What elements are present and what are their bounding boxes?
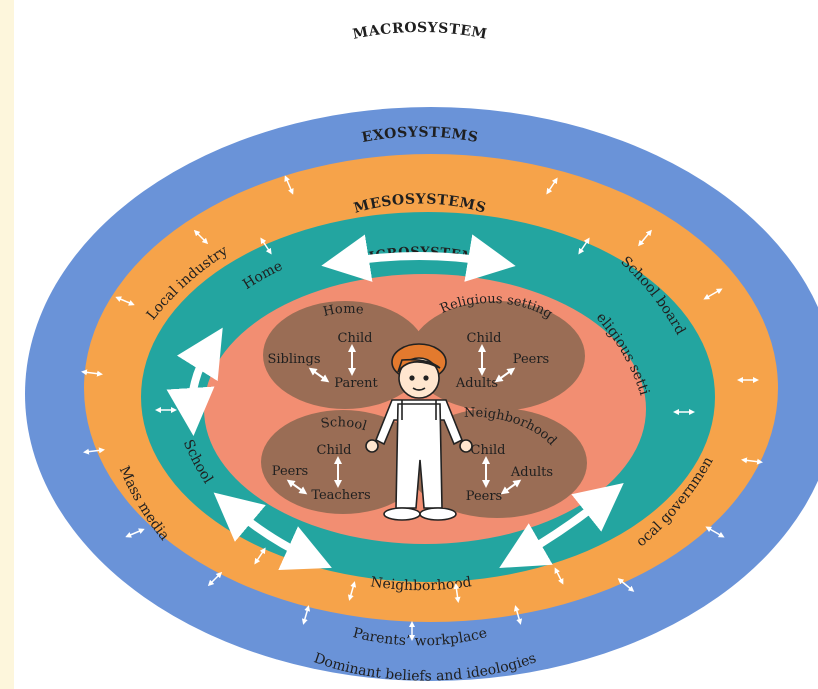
arrow-icon: [578, 237, 590, 255]
arrow-icon: [286, 479, 308, 495]
arrow-icon: [254, 547, 266, 565]
child-shoe-left: [383, 507, 421, 521]
arrow-icon: [554, 567, 564, 585]
religious-child-label: Child: [467, 331, 502, 346]
child-eye-left: [409, 375, 415, 381]
arrow-icon: [308, 367, 330, 383]
meso-neighborhood-label: Neighborhood: [369, 574, 472, 594]
home-siblings-label: Siblings: [267, 352, 320, 367]
religious-peers-label: Peers: [513, 352, 549, 367]
macrosystem-title: MACROSYSTEM: [351, 20, 488, 43]
home-setting-blob: [263, 301, 427, 409]
arrow-icon: [546, 177, 558, 195]
arrow-icon: [260, 237, 272, 255]
child-eye-right: [423, 375, 429, 381]
arrow-icon: [213, 492, 332, 571]
arrow-icon: [83, 447, 105, 455]
home-child-label: Child: [338, 331, 373, 346]
arrow-icon: [81, 369, 103, 377]
micro-school-title: School: [320, 415, 369, 434]
ring-arrows: [81, 175, 763, 641]
home-parent-label: Parent: [334, 376, 378, 391]
micro-home-title: Home: [322, 302, 365, 320]
arrow-icon: [494, 367, 516, 383]
arrow-icon: [499, 483, 624, 569]
mesosystem-arrows: [166, 234, 624, 571]
neighborhood-child-label: Child: [471, 443, 506, 458]
arrow-icon: [321, 234, 516, 282]
arrow-icon: [513, 605, 523, 625]
arrow-icon: [301, 605, 311, 625]
school-peers-label: Peers: [272, 464, 308, 479]
arrow-icon: [115, 296, 135, 306]
religious-adults-label: Adults: [455, 376, 498, 391]
arrow-icon: [347, 581, 357, 601]
child-bangs: [397, 358, 441, 373]
child-figure-icon: [365, 343, 473, 521]
child-shoe-right: [419, 507, 457, 521]
religious-setting-blob: [409, 301, 585, 411]
arrow-icon: [207, 571, 223, 587]
school-child-label: Child: [317, 443, 352, 458]
arrow-icon: [166, 327, 223, 436]
exosystems-title: EXOSYSTEMS: [360, 125, 479, 147]
arrow-icon: [617, 578, 635, 592]
child-face: [398, 357, 440, 399]
arrow-icon: [638, 229, 652, 247]
school-teachers-label: Teachers: [311, 488, 370, 503]
arrow-icon: [705, 526, 725, 538]
arrow-icon: [125, 528, 145, 538]
arrow-icon: [193, 229, 209, 245]
child-hand-right: [459, 439, 473, 453]
arrow-icon: [703, 288, 723, 300]
arrow-icon: [284, 175, 294, 195]
neighborhood-adults-label: Adults: [510, 465, 553, 480]
child-mouth: [412, 387, 426, 391]
neighborhood-peers-label: Peers: [466, 489, 502, 504]
arrow-icon: [741, 457, 763, 465]
child-hand-left: [365, 439, 379, 453]
arrow-icon: [453, 583, 461, 603]
